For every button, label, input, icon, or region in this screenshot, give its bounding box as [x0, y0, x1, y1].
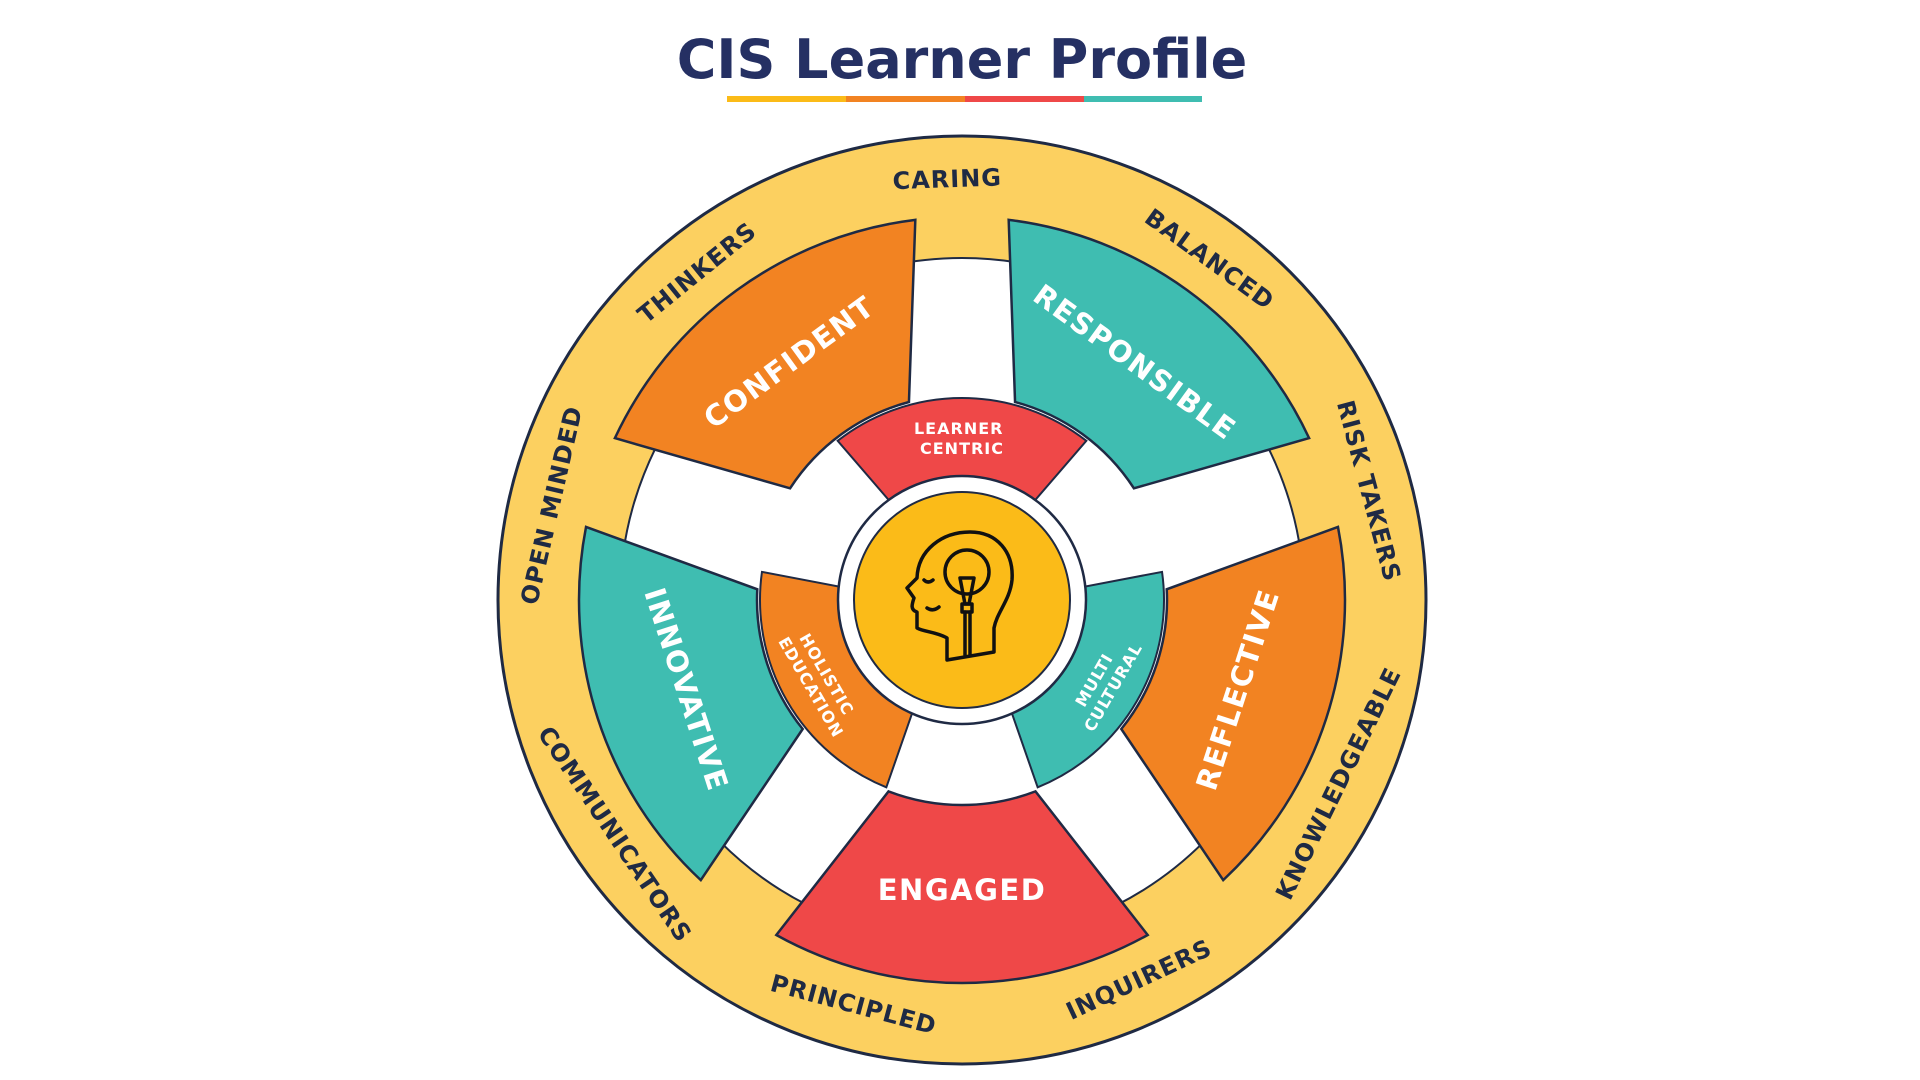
inner-label-learner-centric: LEARNER CENTRIC	[914, 419, 1010, 458]
segment-engaged	[774, 789, 1150, 985]
segment-confident	[613, 218, 917, 490]
underline-segment	[727, 96, 846, 102]
outer-segments	[577, 218, 1347, 985]
underline-segment	[965, 96, 1084, 102]
segment-innovative	[577, 525, 805, 883]
center-circle	[853, 491, 1071, 709]
segment-label-engaged: ENGAGED	[878, 873, 1047, 907]
segment-responsible	[1007, 218, 1311, 490]
head-with-lightbulb-icon	[905, 530, 1014, 662]
segment-reflective	[1119, 525, 1347, 883]
underline-segment	[1084, 96, 1202, 102]
page-title: CIS Learner Profile	[677, 28, 1247, 91]
title-underline	[727, 96, 1202, 102]
ring-label-caring: CARING	[892, 163, 1002, 195]
inner-label-line: LEARNER	[914, 419, 1003, 438]
inner-label-line: CENTRIC	[920, 439, 1004, 458]
underline-segment	[846, 96, 965, 102]
inner-segments	[759, 397, 1165, 789]
